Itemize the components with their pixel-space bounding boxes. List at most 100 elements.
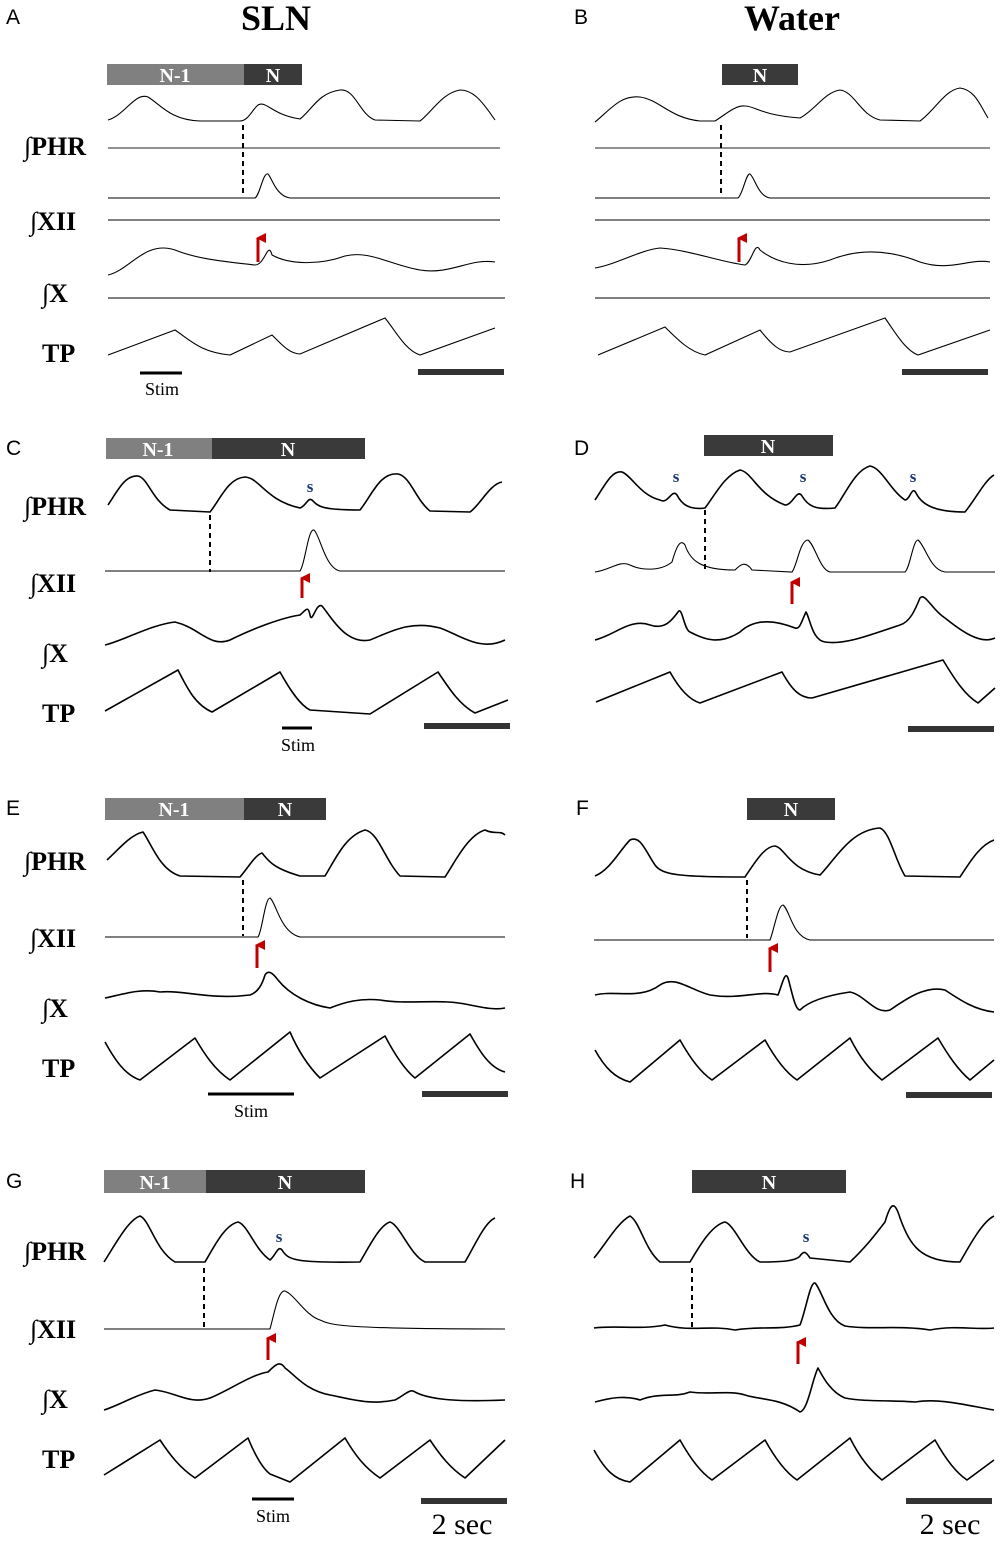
bar-n-minus-1-label: N-1 bbox=[159, 65, 190, 87]
bar-n-minus-1-label: N-1 bbox=[158, 799, 189, 821]
trace-tp bbox=[107, 317, 496, 356]
panel-letter-e: E bbox=[6, 797, 20, 820]
stim-label: Stim bbox=[234, 1101, 268, 1121]
trace-phr-integrated bbox=[594, 87, 989, 123]
trace-phr-integrated bbox=[594, 827, 995, 878]
label-x-g: ∫X bbox=[40, 1385, 68, 1415]
bar-n bbox=[704, 435, 833, 456]
swallow-marker: s bbox=[276, 1227, 283, 1246]
bar-n-label: N bbox=[278, 799, 293, 821]
trace-xii-integrated bbox=[593, 1282, 995, 1331]
label-tp-g: TP bbox=[42, 1445, 75, 1474]
swallow-marker: s bbox=[307, 477, 314, 496]
panel-letter-b: B bbox=[574, 6, 588, 29]
bar-n bbox=[206, 1170, 365, 1193]
bar-n-label: N bbox=[753, 65, 768, 87]
label-phr-e: ∫PHR bbox=[22, 847, 86, 877]
panel-letter-g: G bbox=[6, 1170, 22, 1193]
trace-phr-integrated bbox=[107, 89, 496, 122]
trace-x-integrated bbox=[104, 604, 506, 646]
stim-label: Stim bbox=[145, 379, 179, 399]
bar-n bbox=[722, 64, 798, 85]
panel-f: N bbox=[594, 798, 995, 1098]
trace-xii-integrated bbox=[594, 539, 995, 573]
panel-c: N-1 N s Stim bbox=[104, 438, 510, 755]
swallow-marker: s bbox=[910, 467, 917, 486]
trace-tp bbox=[593, 1437, 995, 1483]
bar-n bbox=[244, 798, 326, 820]
label-phr-c: ∫PHR bbox=[22, 492, 86, 522]
scale-label: 2 sec bbox=[432, 1508, 493, 1541]
bar-n-minus-1 bbox=[107, 64, 244, 85]
trace-x-integrated bbox=[594, 247, 991, 269]
trace-tp bbox=[103, 1437, 506, 1483]
bar-n-minus-1-label: N-1 bbox=[142, 439, 173, 461]
panel-e: N-1 N Stim bbox=[104, 798, 508, 1121]
trace-tp bbox=[597, 317, 991, 356]
bar-n-minus-1-label: N-1 bbox=[139, 1172, 170, 1194]
label-xii-a: ∫XII bbox=[28, 207, 76, 237]
panel-letter-a: A bbox=[6, 6, 20, 29]
trace-phr-integrated bbox=[106, 829, 506, 878]
scale-label: 2 sec bbox=[920, 1508, 981, 1541]
bar-n-label: N bbox=[761, 436, 776, 458]
trace-tp bbox=[594, 1037, 995, 1083]
bar-n bbox=[692, 1170, 846, 1193]
trace-phr-integrated bbox=[103, 1215, 496, 1263]
trace-x-integrated bbox=[107, 247, 496, 276]
label-x-e: ∫X bbox=[40, 994, 68, 1024]
panel-d: N s s s bbox=[594, 435, 996, 732]
trace-phr-integrated bbox=[593, 1205, 995, 1263]
panel-b: N bbox=[594, 64, 991, 375]
trace-x-integrated bbox=[103, 1363, 506, 1411]
bar-n-minus-1 bbox=[106, 438, 212, 459]
bar-n-minus-1 bbox=[105, 798, 244, 820]
bar-n-minus-1 bbox=[104, 1170, 206, 1193]
bar-n-label: N bbox=[762, 1172, 777, 1194]
label-xii-e: ∫XII bbox=[28, 924, 76, 954]
stim-label: Stim bbox=[281, 735, 315, 755]
trace-x-integrated bbox=[104, 971, 506, 1010]
bar-n bbox=[747, 798, 835, 820]
trace-x-integrated bbox=[594, 975, 995, 1013]
label-tp-a: TP bbox=[42, 339, 75, 368]
trace-xii-integrated bbox=[105, 897, 505, 938]
trace-x-integrated bbox=[594, 596, 996, 644]
bar-n bbox=[212, 438, 365, 459]
swallow-marker: s bbox=[803, 1227, 810, 1246]
trace-x-integrated bbox=[594, 1367, 995, 1413]
label-xii-c: ∫XII bbox=[28, 569, 76, 599]
trace-xii-integrated bbox=[595, 173, 990, 199]
bar-n-label: N bbox=[281, 439, 296, 461]
trace-xii-integrated bbox=[104, 1290, 506, 1330]
trace-xii-integrated bbox=[108, 173, 500, 199]
bar-n-label: N bbox=[784, 799, 799, 821]
panel-letter-d: D bbox=[574, 437, 589, 460]
trace-phr-integrated bbox=[594, 465, 995, 513]
trace-xii-integrated bbox=[105, 529, 505, 572]
bar-n-label: N bbox=[278, 1172, 293, 1194]
label-tp-c: TP bbox=[42, 699, 75, 728]
trace-phr-integrated bbox=[107, 473, 503, 513]
trace-xii-integrated bbox=[594, 904, 994, 941]
trace-tp bbox=[104, 669, 509, 715]
swallow-marker: s bbox=[673, 467, 680, 486]
stim-label: Stim bbox=[256, 1506, 290, 1526]
label-xii-g: ∫XII bbox=[28, 1315, 76, 1345]
label-x-a: ∫X bbox=[40, 279, 68, 309]
label-tp-e: TP bbox=[42, 1054, 75, 1083]
label-x-c: ∫X bbox=[40, 639, 68, 669]
column-title-sln: SLN bbox=[241, 0, 311, 38]
trace-tp bbox=[595, 659, 996, 704]
panel-letter-f: F bbox=[576, 797, 589, 820]
panel-a: N-1 N Stim bbox=[107, 64, 505, 399]
panel-letter-h: H bbox=[570, 1170, 585, 1193]
bar-n-label: N bbox=[266, 65, 281, 87]
column-title-water: Water bbox=[744, 0, 840, 38]
bar-n bbox=[244, 64, 302, 85]
label-phr-a: ∫PHR bbox=[22, 132, 86, 162]
trace-tp bbox=[104, 1031, 506, 1081]
panel-h: N s 2 sec bbox=[593, 1170, 995, 1541]
panel-letter-c: C bbox=[6, 437, 21, 460]
